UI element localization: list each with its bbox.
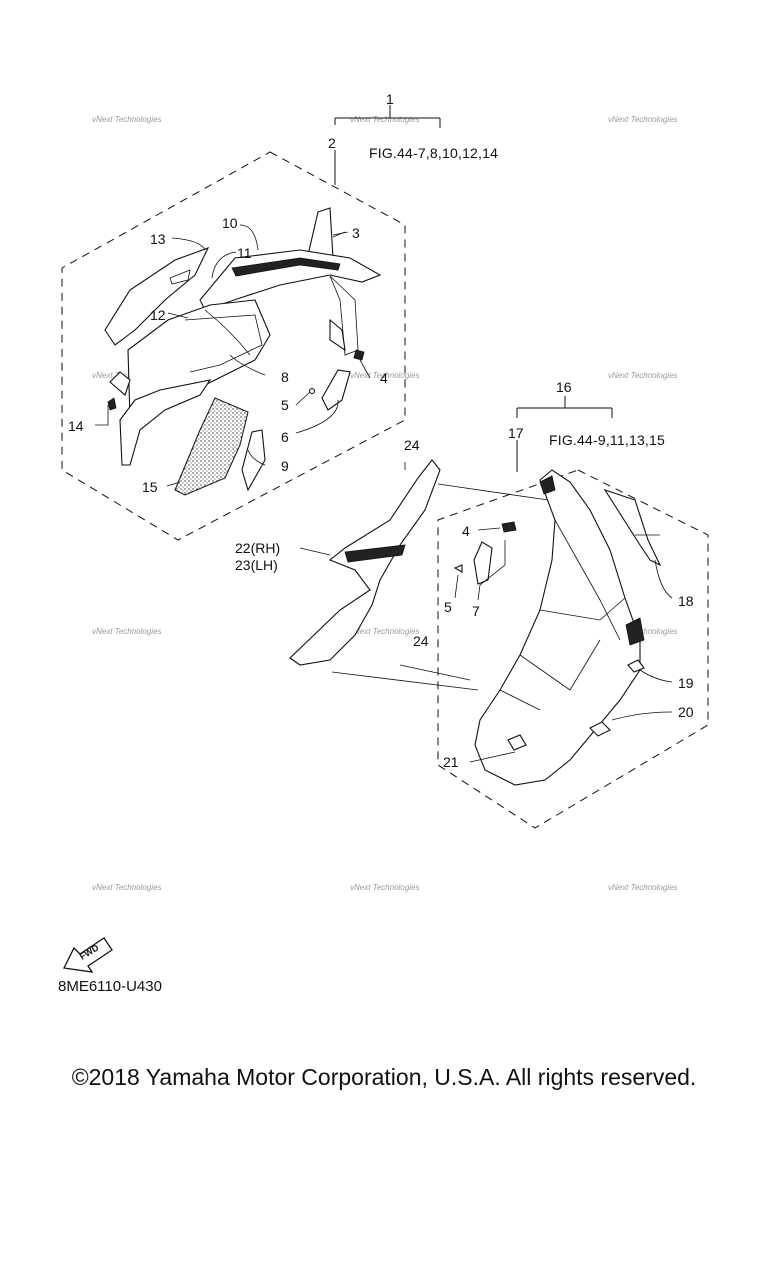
lower-assembly [289,396,709,829]
callout-label: 12 [150,307,166,323]
side-panel-part [289,459,441,666]
duct-part [321,369,351,411]
callout-label: 1 [386,91,394,107]
watermark: vNext Technologies [92,627,162,636]
figure-reference: FIG.44-7,8,10,12,14 [369,145,498,161]
callout-label: 15 [142,479,158,495]
watermark: vNext Technologies [608,371,678,380]
callout-label: 17 [508,425,524,441]
callout-label: 14 [68,418,84,434]
callout-label: 5 [444,599,452,615]
bracket-9-part [241,429,266,492]
watermarks: vNext Technologies vNext Technologies vN… [92,115,678,892]
watermark: vNext Technologies [608,883,678,892]
callout-label: 9 [281,458,289,474]
watermark: vNext Technologies [350,371,420,380]
callout-label: 6 [281,429,289,445]
callout-label: 21 [443,754,459,770]
fwd-arrow-icon: FWD [63,937,113,973]
callout-label: 20 [678,704,694,720]
callout-label: 19 [678,675,694,691]
callout-label: 4 [380,370,388,386]
windscreen-part [307,207,334,259]
duct-7-part [473,541,493,585]
upper-cowling-panel [199,249,382,311]
grommet-19-part [627,659,645,673]
grommet-21-part [507,734,527,751]
watermark: vNext Technologies [92,883,162,892]
upper-assembly [61,105,441,541]
figure-reference: FIG.44-9,11,13,15 [549,432,665,448]
watermark: vNext Technologies [608,115,678,124]
callout-label: 23(LH) [235,557,278,573]
mesh-grille-part [174,397,249,496]
callout-labels: 1 2 3 4 4 5 5 6 7 8 9 10 11 12 13 14 15 … [68,91,694,770]
grommet-20-part [589,721,611,737]
callout-label: 24 [404,437,420,453]
callout-label: 3 [352,225,360,241]
watermark: vNext Technologies [350,115,420,124]
callout-label: 24 [413,633,429,649]
callout-label: 11 [237,245,252,261]
watermark: vNext Technologies [92,371,162,380]
bracket-part [109,371,131,396]
screen-part [603,488,662,567]
callout-label: 22(RH) [235,540,280,556]
callout-label: 2 [328,135,336,151]
main-cowling-part [474,469,641,786]
side-cowling-part [104,247,210,346]
callout-label: 5 [281,397,289,413]
watermark: vNext Technologies [92,115,162,124]
callout-label: 13 [150,231,166,247]
screw-part [308,387,316,395]
callout-label: 10 [222,215,238,231]
callout-label: 8 [281,369,289,385]
callout-label: 16 [556,379,572,395]
callout-label: 18 [678,593,694,609]
callout-label: 7 [472,603,480,619]
watermark: vNext Technologies [350,627,420,636]
copyright-notice: ©2018 Yamaha Motor Corporation, U.S.A. A… [71,1064,697,1090]
screw-5-part [453,564,463,573]
upper-assembly-boundary [61,151,406,541]
callout-label: 4 [462,523,470,539]
lower-assembly-boundary [437,469,709,829]
diagram-code: 8ME6110-U430 [58,978,162,995]
watermark: vNext Technologies [350,883,420,892]
